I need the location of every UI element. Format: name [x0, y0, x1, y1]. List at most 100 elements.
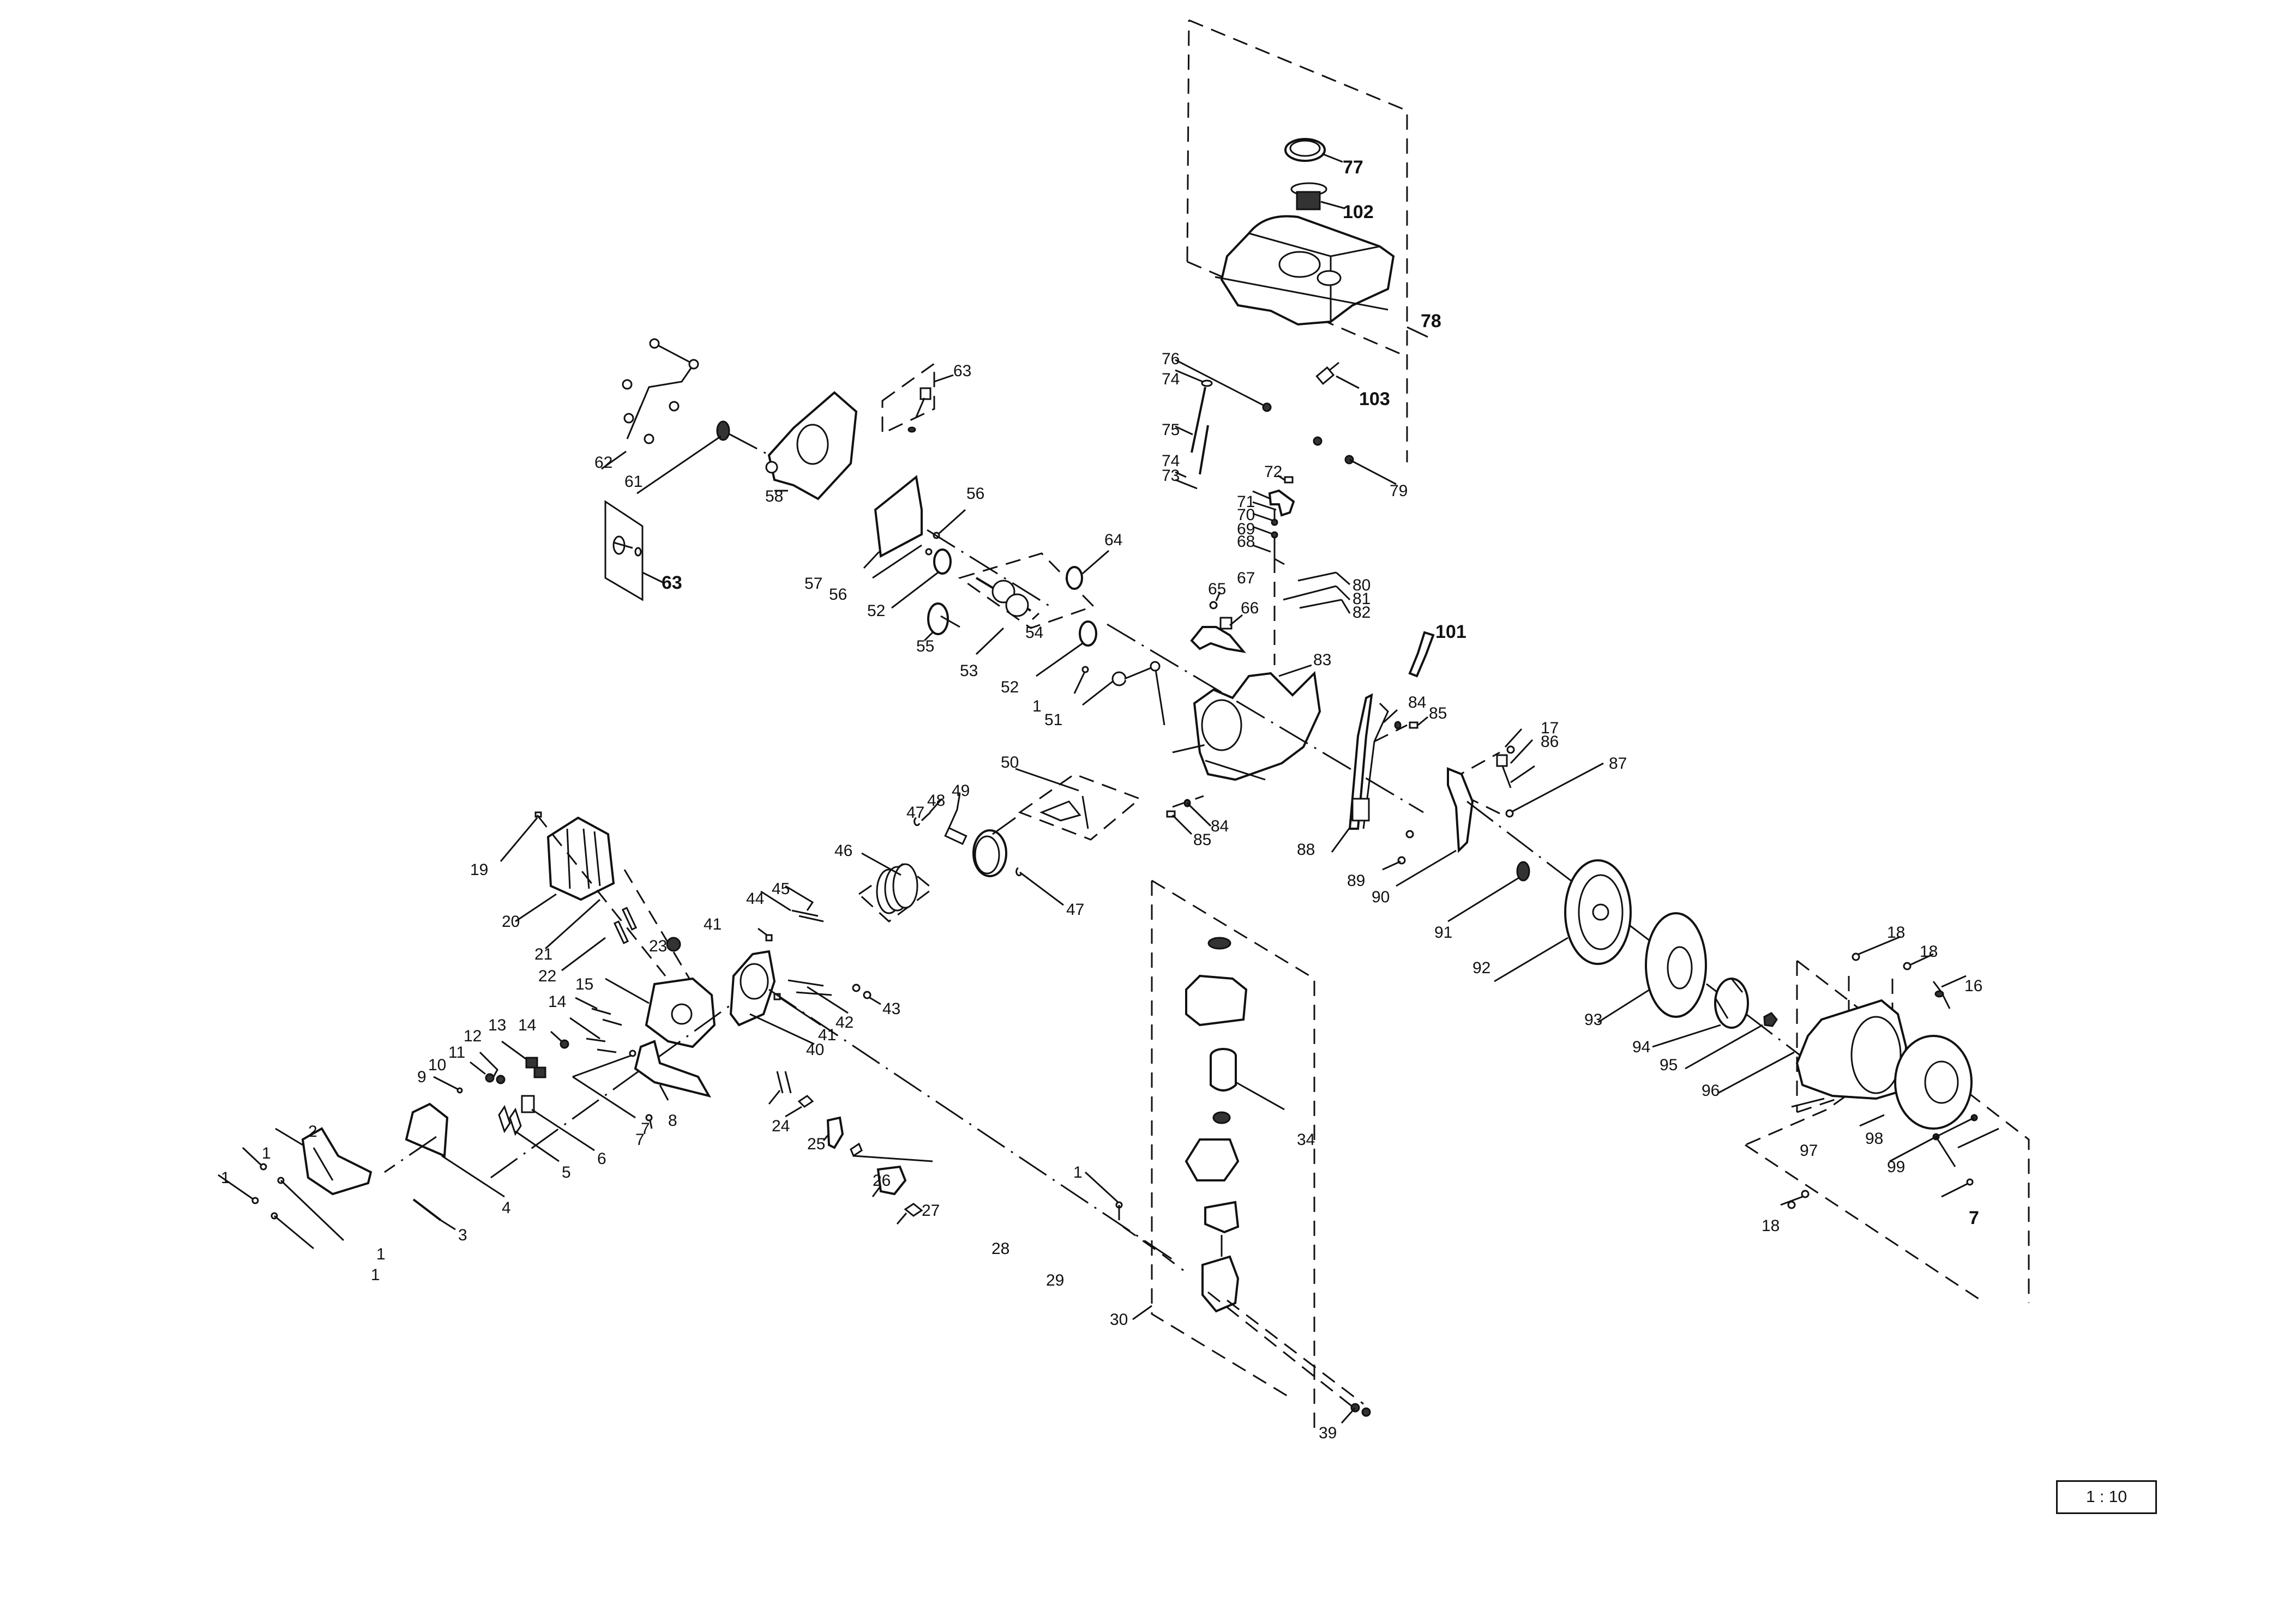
- valve-cover[interactable]: [301, 1127, 372, 1196]
- insulator[interactable]: [826, 1116, 844, 1149]
- crankshaft[interactable]: [975, 577, 1032, 617]
- circlip[interactable]: [1015, 867, 1023, 877]
- air-cleaner-cover[interactable]: [1185, 937, 1248, 1027]
- spring-retainer[interactable]: [496, 1075, 506, 1084]
- valve-spring[interactable]: [525, 1057, 538, 1069]
- oil-seal[interactable]: [1516, 861, 1530, 882]
- piston-pin[interactable]: [944, 827, 967, 845]
- valve[interactable]: [798, 915, 824, 922]
- air-filter-element[interactable]: [1210, 1048, 1237, 1092]
- fuel-line[interactable]: [1191, 387, 1206, 453]
- valve[interactable]: [791, 909, 819, 917]
- nut[interactable]: [1361, 1407, 1371, 1417]
- air-cleaner-elbow[interactable]: [1204, 1201, 1240, 1234]
- gasket[interactable]: [850, 1142, 863, 1157]
- flywheel[interactable]: [1564, 859, 1632, 965]
- wire-guide[interactable]: [1447, 767, 1474, 853]
- bearing[interactable]: [1079, 620, 1097, 647]
- air-cleaner-base[interactable]: [1185, 1138, 1240, 1181]
- fuel-line[interactable]: [1199, 425, 1209, 475]
- fuel-valve[interactable]: [1315, 361, 1339, 385]
- governor-gear[interactable]: [1066, 566, 1083, 590]
- fan-cover[interactable]: [1795, 999, 1908, 1100]
- bolt[interactable]: [629, 1050, 636, 1057]
- oil-dipstick[interactable]: [612, 535, 642, 557]
- tappet[interactable]: [863, 991, 871, 999]
- crankcase-cover-bolts[interactable]: [622, 338, 699, 444]
- stop-switch[interactable]: [1932, 981, 1951, 1009]
- bolt[interactable]: [260, 1163, 267, 1171]
- dowel-pin[interactable]: [925, 548, 933, 556]
- head-bolt[interactable]: [602, 1018, 622, 1026]
- bolt[interactable]: [1405, 830, 1414, 839]
- bolt[interactable]: [1966, 1178, 1974, 1186]
- stud[interactable]: [613, 920, 629, 944]
- retainer[interactable]: [485, 1073, 495, 1083]
- collet[interactable]: [456, 1087, 463, 1094]
- gasket[interactable]: [874, 475, 923, 558]
- stud[interactable]: [776, 1071, 784, 1094]
- bolt[interactable]: [1081, 666, 1089, 673]
- valve-cover-gasket[interactable]: [405, 1102, 449, 1157]
- bolt[interactable]: [1801, 1190, 1810, 1198]
- bolt[interactable]: [645, 1114, 653, 1121]
- push-rod[interactable]: [788, 979, 824, 987]
- bolt[interactable]: [251, 1197, 259, 1204]
- control-bracket[interactable]: [1268, 489, 1295, 517]
- crankcase-cover[interactable]: [765, 391, 858, 501]
- spring[interactable]: [1297, 571, 1337, 582]
- rocker-arm[interactable]: [498, 1105, 522, 1136]
- camshaft[interactable]: [927, 602, 960, 635]
- bolt[interactable]: [1903, 962, 1912, 970]
- oil-filler-cap[interactable]: [907, 387, 931, 433]
- air-cleaner-body[interactable]: [1201, 1235, 1240, 1313]
- breather-tube[interactable]: [1408, 631, 1435, 678]
- oil-seal[interactable]: [716, 420, 730, 441]
- recoil-starter[interactable]: [1894, 1035, 1973, 1130]
- clamp[interactable]: [1284, 476, 1294, 484]
- cylinder-head[interactable]: [645, 977, 716, 1048]
- bolt[interactable]: [1787, 1201, 1796, 1209]
- guide-plate[interactable]: [521, 1095, 535, 1113]
- drain-plug[interactable]: [1409, 721, 1419, 729]
- crankcase[interactable]: [1193, 671, 1321, 781]
- bolt[interactable]: [1209, 601, 1218, 610]
- flywheel-nut[interactable]: [1763, 1012, 1778, 1027]
- valve-spring[interactable]: [533, 1066, 546, 1078]
- governor-shaft[interactable]: [1273, 542, 1285, 565]
- dowel[interactable]: [765, 934, 773, 942]
- head-bolt[interactable]: [586, 1038, 606, 1042]
- tappet[interactable]: [852, 984, 861, 992]
- throttle-control[interactable]: [1190, 617, 1246, 653]
- heat-shield[interactable]: [634, 1040, 712, 1098]
- spring[interactable]: [1299, 599, 1342, 609]
- fuel-tank[interactable]: [1215, 215, 1395, 326]
- bolt[interactable]: [1852, 952, 1860, 961]
- valve-seal[interactable]: [560, 1039, 569, 1049]
- governor-arm[interactable]: [1111, 661, 1165, 726]
- oil-sensor[interactable]: [1496, 754, 1512, 788]
- ignition-coil[interactable]: [1348, 693, 1389, 830]
- piston[interactable]: [972, 829, 1007, 877]
- bolt[interactable]: [1505, 809, 1514, 818]
- bearing[interactable]: [933, 548, 952, 575]
- spark-plug[interactable]: [666, 937, 681, 952]
- muffler[interactable]: [546, 816, 615, 901]
- starter-pulley[interactable]: [1714, 978, 1749, 1029]
- circlip[interactable]: [913, 817, 921, 827]
- bolt[interactable]: [1506, 745, 1515, 754]
- stud[interactable]: [784, 1071, 792, 1094]
- connecting-rod[interactable]: [1039, 795, 1089, 829]
- insulator-gasket[interactable]: [797, 1095, 814, 1108]
- head-bolt[interactable]: [591, 1008, 611, 1015]
- push-rod[interactable]: [796, 991, 832, 996]
- piston-rings[interactable]: [876, 863, 918, 914]
- rod[interactable]: [1283, 585, 1337, 601]
- push-rod[interactable]: [621, 907, 638, 931]
- head-bolt[interactable]: [597, 1048, 617, 1053]
- drain-plug[interactable]: [1166, 810, 1176, 818]
- breather-tube[interactable]: [412, 1198, 442, 1221]
- cooling-fan[interactable]: [1645, 912, 1707, 1018]
- washer[interactable]: [1271, 531, 1278, 539]
- gasket[interactable]: [904, 1203, 923, 1217]
